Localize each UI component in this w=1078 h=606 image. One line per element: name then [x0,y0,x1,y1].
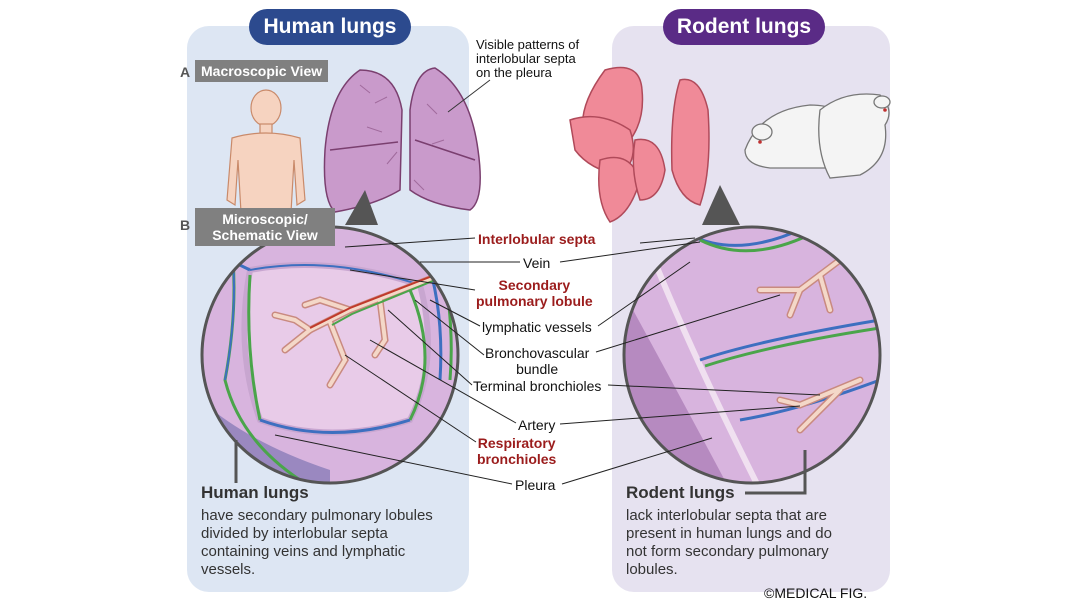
label-respiratory-bronchioles: Respiratory bronchioles [477,435,556,467]
view-letter-a: A [180,64,191,80]
rodent-caption-text: lack interlobular septa that are present… [626,507,832,579]
rodent-lungs-macro [569,66,710,223]
human-caption-line: have secondary pulmonary lobules [201,507,433,524]
human-lungs-macro [323,67,481,213]
label-bronchovascular-bundle: Bronchovascular bundle [485,345,589,377]
respiratory-line2: bronchioles [477,451,557,467]
label-artery: Artery [518,417,556,433]
human-micro-circle [200,225,460,485]
label-pleura: Pleura [515,477,556,493]
rat-figures [744,93,891,179]
human-figure [226,89,306,231]
rodent-caption-title: Rodent lungs [626,483,735,502]
human-caption-line: divided by interlobular septa [201,525,388,542]
secondary-lobule-line2: pulmonary lobule [476,293,593,309]
rodent-caption-line: present in human lungs and do [626,525,832,542]
respiratory-line1: Respiratory [477,435,556,451]
human-lungs-title: Human lungs [249,9,411,45]
pleura-note-line2: interlobular septa [476,51,576,66]
macroscopic-view-tag: Macroscopic View [195,60,329,82]
rodent-micro-circle [622,225,882,485]
leader-lines [274,237,821,485]
microscopic-view-line2: Schematic View [212,227,318,243]
credit-text: ©MEDICAL FIG. [764,585,868,601]
label-interlobular-septa: Interlobular septa [478,231,596,247]
label-secondary-pulmonary-lobule: Secondary pulmonary lobule [476,277,593,309]
secondary-lobule-line1: Secondary [498,277,571,293]
human-caption-text: have secondary pulmonary lobules divided… [201,507,433,579]
pleura-pattern-note: Visible patterns of interlobular septa o… [476,38,579,80]
bronchovascular-line2: bundle [516,361,559,377]
human-caption-line: vessels. [201,561,256,578]
human-caption-title: Human lungs [201,483,309,502]
callout-pointer [702,185,740,225]
human-caption-line: containing veins and lymphatic [201,543,406,560]
rodent-caption-line: lack interlobular septa that are [626,507,827,524]
rodent-caption-line: lobules. [626,561,678,578]
callout-pointer [345,190,378,225]
microscopic-view-tag: Microscopic/ Schematic View [195,208,335,246]
label-vein: Vein [523,255,551,271]
microscopic-view-line1: Microscopic/ [222,211,308,227]
pleura-note-line3: on the pleura [476,65,552,80]
rodent-caption-line: not form secondary pulmonary [626,543,829,560]
label-lymphatic-vessels: lymphatic vessels [482,319,592,335]
view-letter-b: B [180,217,191,233]
pleura-note-line1: Visible patterns of [476,37,580,52]
label-terminal-bronchioles: Terminal bronchioles [473,378,602,394]
bronchovascular-line1: Bronchovascular [485,345,590,361]
rodent-lungs-title: Rodent lungs [663,9,825,45]
